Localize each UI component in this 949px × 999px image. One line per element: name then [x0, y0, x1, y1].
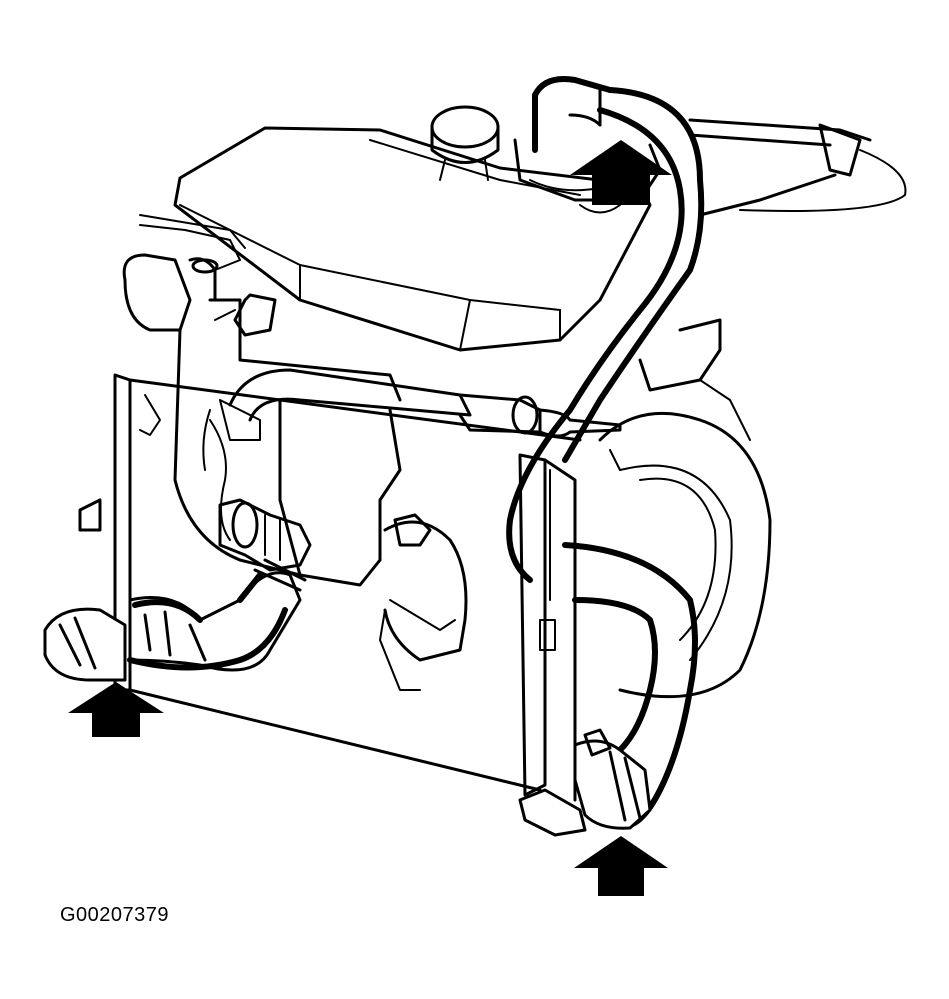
arrow-bottom-right — [574, 836, 668, 896]
oil-filler-cap — [430, 105, 500, 181]
figure-id-label: G00207379 — [60, 904, 170, 926]
engine-block — [173, 298, 402, 587]
upper-radiator-hose — [506, 76, 705, 583]
radiator — [78, 373, 587, 837]
centre-lower-hose — [379, 513, 468, 691]
valve-cover — [173, 126, 652, 352]
lower-left-radiator-hose — [43, 498, 312, 682]
coolant-outlet-left — [122, 214, 277, 337]
lower-right-radiator-hose — [562, 542, 698, 830]
right-side-housing — [598, 318, 772, 699]
arrow-top — [570, 140, 672, 205]
cable-bracket — [688, 118, 907, 217]
bypass-pipe — [228, 368, 622, 438]
arrow-bottom-left — [68, 682, 164, 737]
